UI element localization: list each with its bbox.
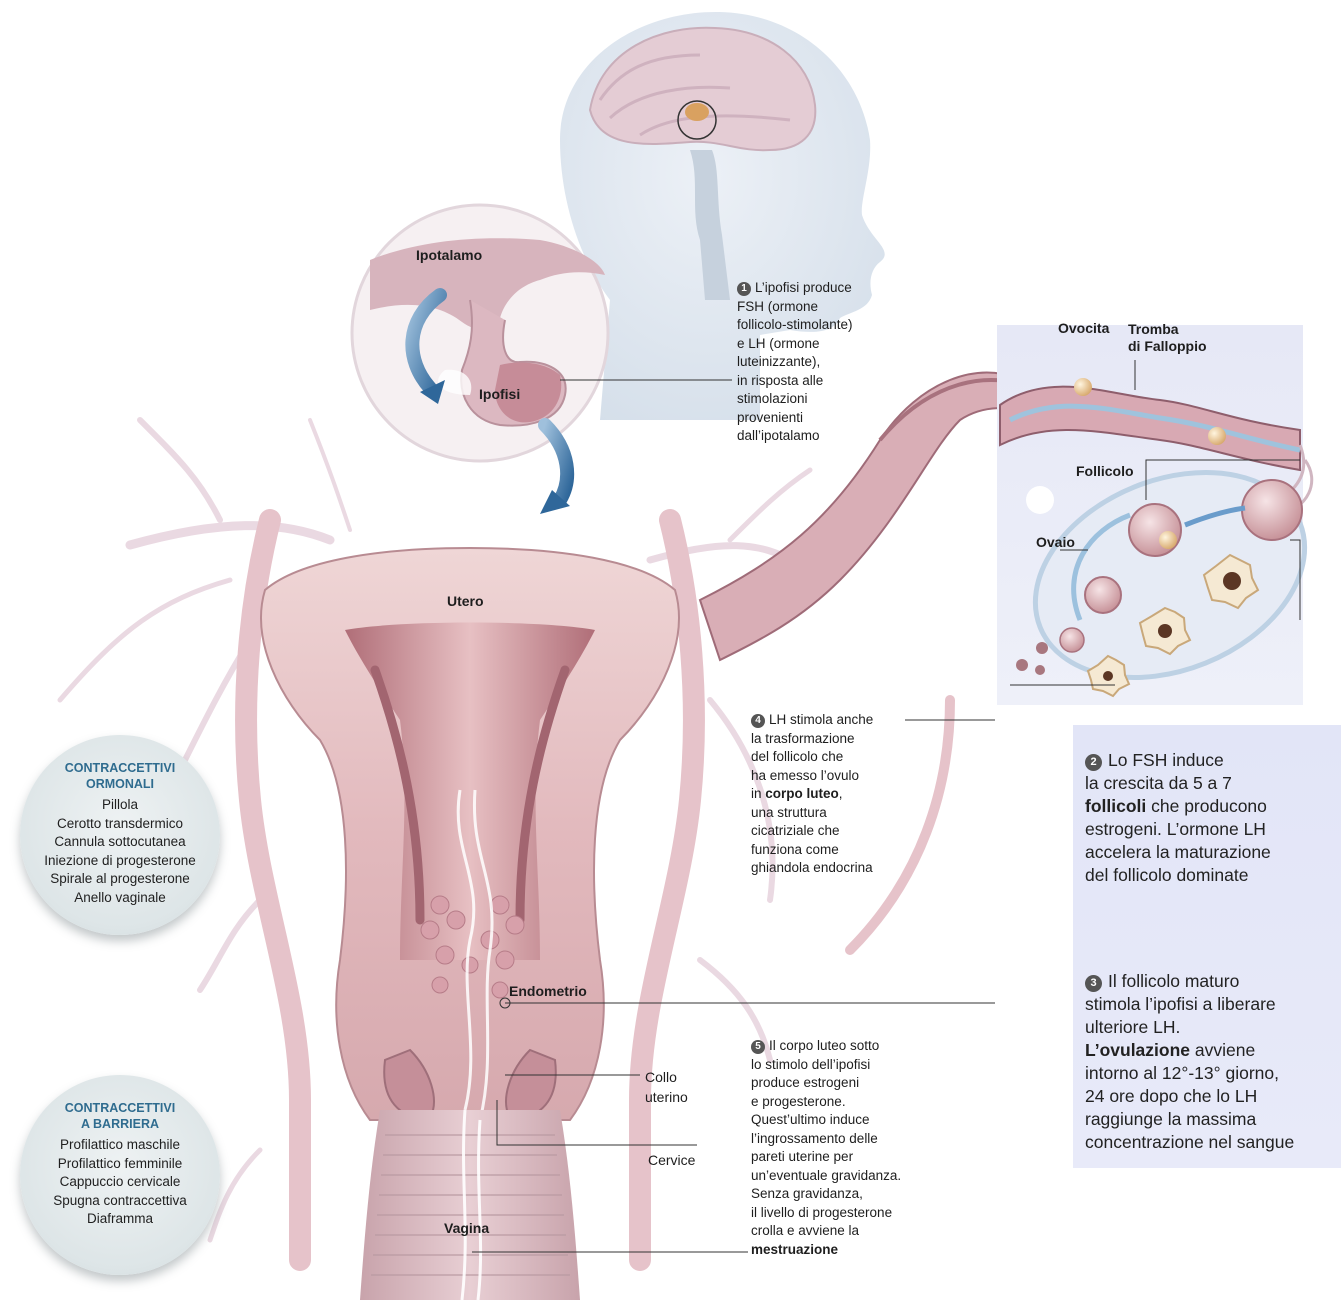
note-line: ulteriore LH. [1085,1016,1335,1039]
badge-title: ORMONALI [20,776,220,792]
note-line: del follicolo che [751,748,911,767]
note-line: funziona come [751,841,911,860]
label-cervice: Cervice [648,1152,695,1168]
step-number-badge: 3 [1085,975,1102,992]
note-text: che producono [1146,796,1267,816]
note-line: la crescita da 5 a 7 [1085,772,1335,795]
note-line: stimola l’ipofisi a liberare [1085,993,1335,1016]
note-5-mestruazione: 5 Il corpo luteo sotto lo stimolo dell’ip… [751,1037,951,1259]
note-line: lo stimolo dell’ipofisi [751,1056,951,1075]
label-utero: Utero [447,593,484,609]
list-item: Cerotto transdermico [20,815,220,834]
list-item: Diaframma [20,1210,220,1229]
note-line: L’ipofisi produce [755,280,852,295]
note-line: Senza gravidanza, [751,1185,951,1204]
note-text: in [751,786,765,801]
label-tromba-di-falloppio: Tromba di Falloppio [1128,321,1207,355]
step-number-badge: 5 [751,1040,765,1054]
note-line: crolla e avviene la [751,1222,951,1241]
note-line: ha emesso l’ovulo [751,767,911,786]
note-line: estrogeni. L’ormone LH [1085,818,1335,841]
note-line: follicolo-stimolante) [737,316,907,335]
note-line: FSH (ormone [737,298,907,317]
list-item: Anello vaginale [20,889,220,908]
note-text: , [839,786,843,801]
badge-contraccettivi-barriera: CONTRACCETTIVI A BARRIERA Profilattico m… [20,1075,220,1275]
step-number-badge: 1 [737,282,751,296]
list-item: Spirale al progesterone [20,870,220,889]
label-ipotalamo: Ipotalamo [416,247,482,263]
badge-title: CONTRACCETTIVI [20,1100,220,1116]
label-collo-uterino: Collo uterino [645,1067,688,1107]
label-endometrio: Endometrio [509,983,587,999]
uterus [261,548,679,1120]
note-line: produce estrogeni [751,1074,951,1093]
emphasis-mestruazione: mestruazione [751,1242,838,1257]
note-line: Quest’ultimo induce [751,1111,951,1130]
list-item: Profilattico femminile [20,1155,220,1174]
note-line: un’eventuale gravidanza. [751,1167,951,1186]
note-1-ipofisi: 1 L’ipofisi produce FSH (ormone follicolo… [737,279,907,446]
label-uterino: uterino [645,1087,688,1107]
emphasis-corpo-luteo: corpo luteo [765,786,839,801]
label-ipofisi: Ipofisi [479,386,520,402]
label-collo: Collo [645,1067,688,1087]
note-line: LH stimola anche [769,712,873,727]
note-line: stimolazioni [737,390,907,409]
note-line: e LH (ormone [737,335,907,354]
vagina [360,1110,580,1300]
note-line: e progesterone. [751,1093,951,1112]
note-line: in risposta alle [737,372,907,391]
note-2-fsh: 2 Lo FSH induce la crescita da 5 a 7 foll… [1085,749,1335,887]
label-di-falloppio: di Falloppio [1128,338,1207,355]
list-item: Profilattico maschile [20,1136,220,1155]
label-ovaio: Ovaio [1036,534,1075,550]
list-item: Pillola [20,796,220,815]
note-line: ghiandola endocrina [751,859,911,878]
note-line: il livello di progesterone [751,1204,951,1223]
note-line: l’ingrossamento delle [751,1130,951,1149]
note-line: 24 ore dopo che lo LH [1085,1085,1335,1108]
note-3-ovulazione: 3 Il follicolo maturo stimola l’ipofisi a… [1085,970,1335,1154]
note-line: accelera la maturazione [1085,841,1335,864]
note-4-corpo-luteo: 4 LH stimola anche la trasformazione del … [751,711,911,878]
note-line: luteinizzante), [737,353,907,372]
emphasis-ovulazione: L’ovulazione [1085,1040,1190,1060]
badge-title: A BARRIERA [20,1116,220,1132]
label-ovocita: Ovocita [1058,320,1109,336]
note-line: pareti uterine per [751,1148,951,1167]
label-follicolo: Follicolo [1076,463,1134,479]
step-number-badge: 4 [751,714,765,728]
note-line: raggiunge la massima [1085,1108,1335,1131]
note-line: una struttura [751,804,911,823]
list-item: Iniezione di progesterone [20,852,220,871]
step-number-badge: 2 [1085,754,1102,771]
pituitary-magnified-view [352,205,608,461]
list-item: Cappuccio cervicale [20,1173,220,1192]
list-item: Spugna contraccettiva [20,1192,220,1211]
note-line: cicatriziale che [751,822,911,841]
note-line: Il corpo luteo sotto [769,1038,879,1053]
note-line: intorno al 12°-13° giorno, [1085,1062,1335,1085]
note-line: dall’ipotalamo [737,427,907,446]
label-tromba: Tromba [1128,321,1207,338]
note-line: del follicolo dominate [1085,864,1335,887]
list-item: Cannula sottocutanea [20,833,220,852]
emphasis-follicoli: follicoli [1085,796,1146,816]
note-line: provenienti [737,409,907,428]
badge-contraccettivi-ormonali: CONTRACCETTIVI ORMONALI Pillola Cerotto … [20,735,220,935]
note-line: Lo FSH induce [1108,750,1224,770]
note-line: Il follicolo maturo [1108,971,1239,991]
ovary-inset [997,325,1335,716]
label-vagina: Vagina [444,1220,489,1236]
badge-title: CONTRACCETTIVI [20,760,220,776]
note-text: avviene [1190,1040,1255,1060]
note-line: concentrazione nel sangue [1085,1131,1335,1154]
note-line: la trasformazione [751,730,911,749]
